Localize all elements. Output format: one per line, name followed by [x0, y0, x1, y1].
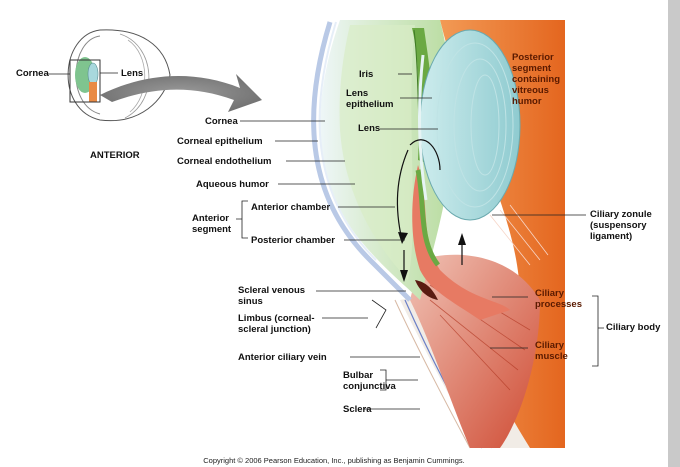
- ciliary-processes-label: Ciliary processes: [535, 288, 583, 310]
- corneal-epithelium-label: Corneal epithelium: [177, 136, 263, 147]
- anterior-segment-label: Anterior segment: [192, 213, 232, 235]
- aqueous-humor-label: Aqueous humor: [196, 179, 269, 190]
- bulbar-conjunctiva-label: Bulbar conjunctiva: [343, 370, 396, 392]
- corneal-endothelium-label: Corneal endothelium: [177, 156, 272, 167]
- right-edge-bar: [668, 0, 680, 467]
- lens-epithelium-label: Lens epithelium: [346, 88, 394, 110]
- leader-lines: [48, 72, 604, 410]
- anterior-ciliary-vein-label: Anterior ciliary vein: [238, 352, 327, 363]
- ciliary-zonule-label: Ciliary zonule (suspensory ligament): [590, 209, 652, 242]
- anterior-label: ANTERIOR: [90, 150, 140, 161]
- ciliary-body-label: Ciliary body: [606, 322, 661, 333]
- cornea-label: Cornea: [205, 116, 238, 127]
- zoom-arrow: [100, 74, 262, 112]
- inset-eye: [67, 29, 171, 122]
- sclera-label: Sclera: [343, 404, 372, 415]
- inset-cornea-label: Cornea: [16, 68, 49, 79]
- inset-lens-label: Lens: [121, 68, 144, 79]
- lens-label: Lens: [358, 123, 381, 134]
- anterior-chamber-label: Anterior chamber: [251, 202, 331, 213]
- scleral-venous-sinus-label: Scleral venous sinus: [238, 285, 306, 307]
- limbus-label: Limbus (corneal- scleral junction): [238, 313, 315, 335]
- iris-label: Iris: [359, 69, 374, 80]
- posterior-segment-label: Posterior segment containing vitreous hu…: [512, 52, 561, 107]
- posterior-chamber-label: Posterior chamber: [251, 235, 335, 246]
- copyright-text: Copyright © 2006 Pearson Education, Inc.…: [203, 456, 465, 465]
- ciliary-muscle-label: Ciliary muscle: [535, 340, 568, 362]
- main-section: [311, 20, 565, 449]
